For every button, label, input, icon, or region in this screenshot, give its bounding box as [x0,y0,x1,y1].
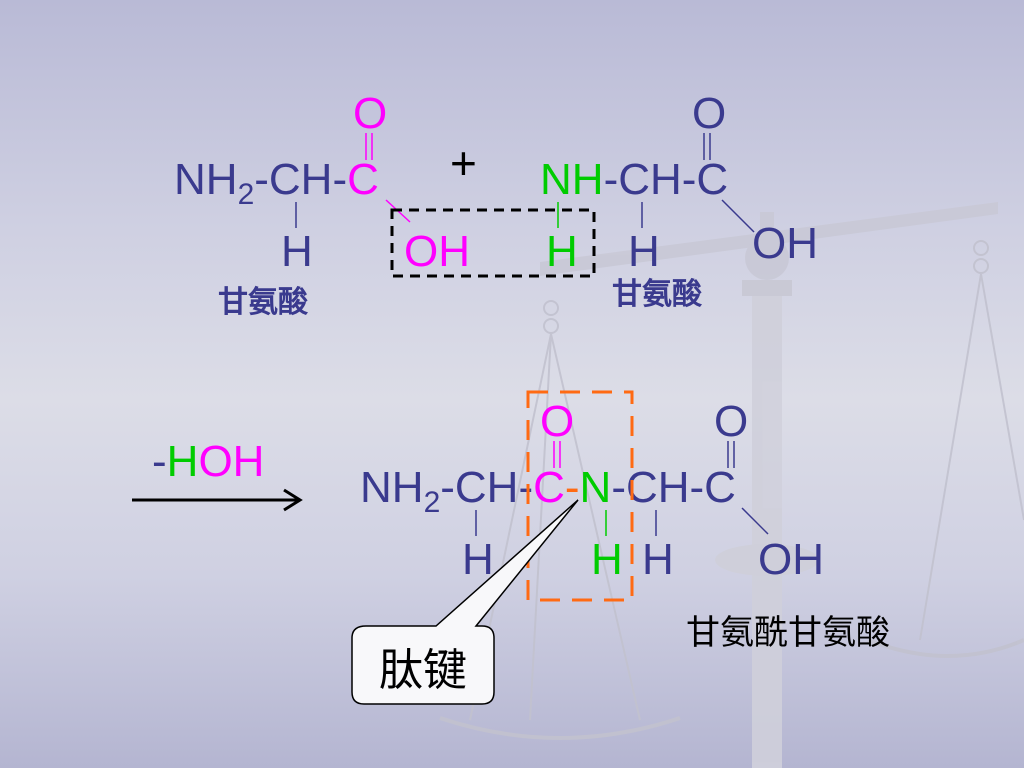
callout-bubble [351,499,579,705]
reactant1-hydrogen: H [281,227,313,276]
reactant2-double-bond [703,133,711,160]
reaction-arrow [132,488,303,512]
condition-hydroxyl: OH [198,437,265,486]
reactant1-double-bond [365,133,373,160]
peptide-bond-box [526,390,634,602]
product-oxygen-2: O [714,397,749,446]
reactant2-name: 甘氨酸 [612,277,702,312]
product-bond-c-oh [741,507,769,535]
product-oxygen-1: O [540,397,575,446]
product-nitrogen: N [579,463,612,512]
product-double-bond-2 [727,441,735,468]
product-double-bond-1 [553,441,561,468]
reactant1-amino-group: NH [174,155,238,204]
product-name: 甘氨酰甘氨酸 [686,613,890,653]
reactant1-oxygen: O [353,89,388,138]
reactant2-hydrogen: H [628,227,660,276]
reactant2-amino-hydrogen: H [546,227,578,276]
callout-label: 肽键 [379,645,467,696]
reactant2-chain: -CH-C [603,155,729,204]
condition-hydrogen: H [166,437,199,486]
reactant1-subscript: 2 [237,178,255,211]
reactant1-chain: -CH- [254,155,348,204]
reactant1-carbonyl-carbon: C [347,155,379,204]
reactant2-hydroxyl: OH [752,219,818,268]
plus-sign: + [450,137,477,189]
reactant2-bond-c-oh [721,199,755,233]
product-subscript: 2 [423,486,441,519]
product-amino-hydrogen: H [591,535,623,584]
product-hydrogen-2: H [642,535,674,584]
product-carbonyl-carbon: C [533,463,565,512]
reactant1-hydroxyl: OH [404,227,470,276]
product-amino-group: NH [360,463,424,512]
reactant1-name: 甘氨酸 [218,285,308,320]
product-peptide-dash: - [564,463,580,512]
reactant2-formula: NH-CH-C [540,158,728,202]
product-hydroxyl: OH [758,535,824,584]
condition-dash: - [152,437,167,486]
reactant1-formula: NH2-CH-C [174,155,379,210]
reactant2-amino-group: NH [540,155,604,204]
reactant2-oxygen: O [692,89,727,138]
product-chain-1: -CH- [440,463,534,512]
water-removal-box [390,208,596,278]
condition-label: -HOH [152,440,264,484]
product-hydrogen-1: H [462,535,494,584]
